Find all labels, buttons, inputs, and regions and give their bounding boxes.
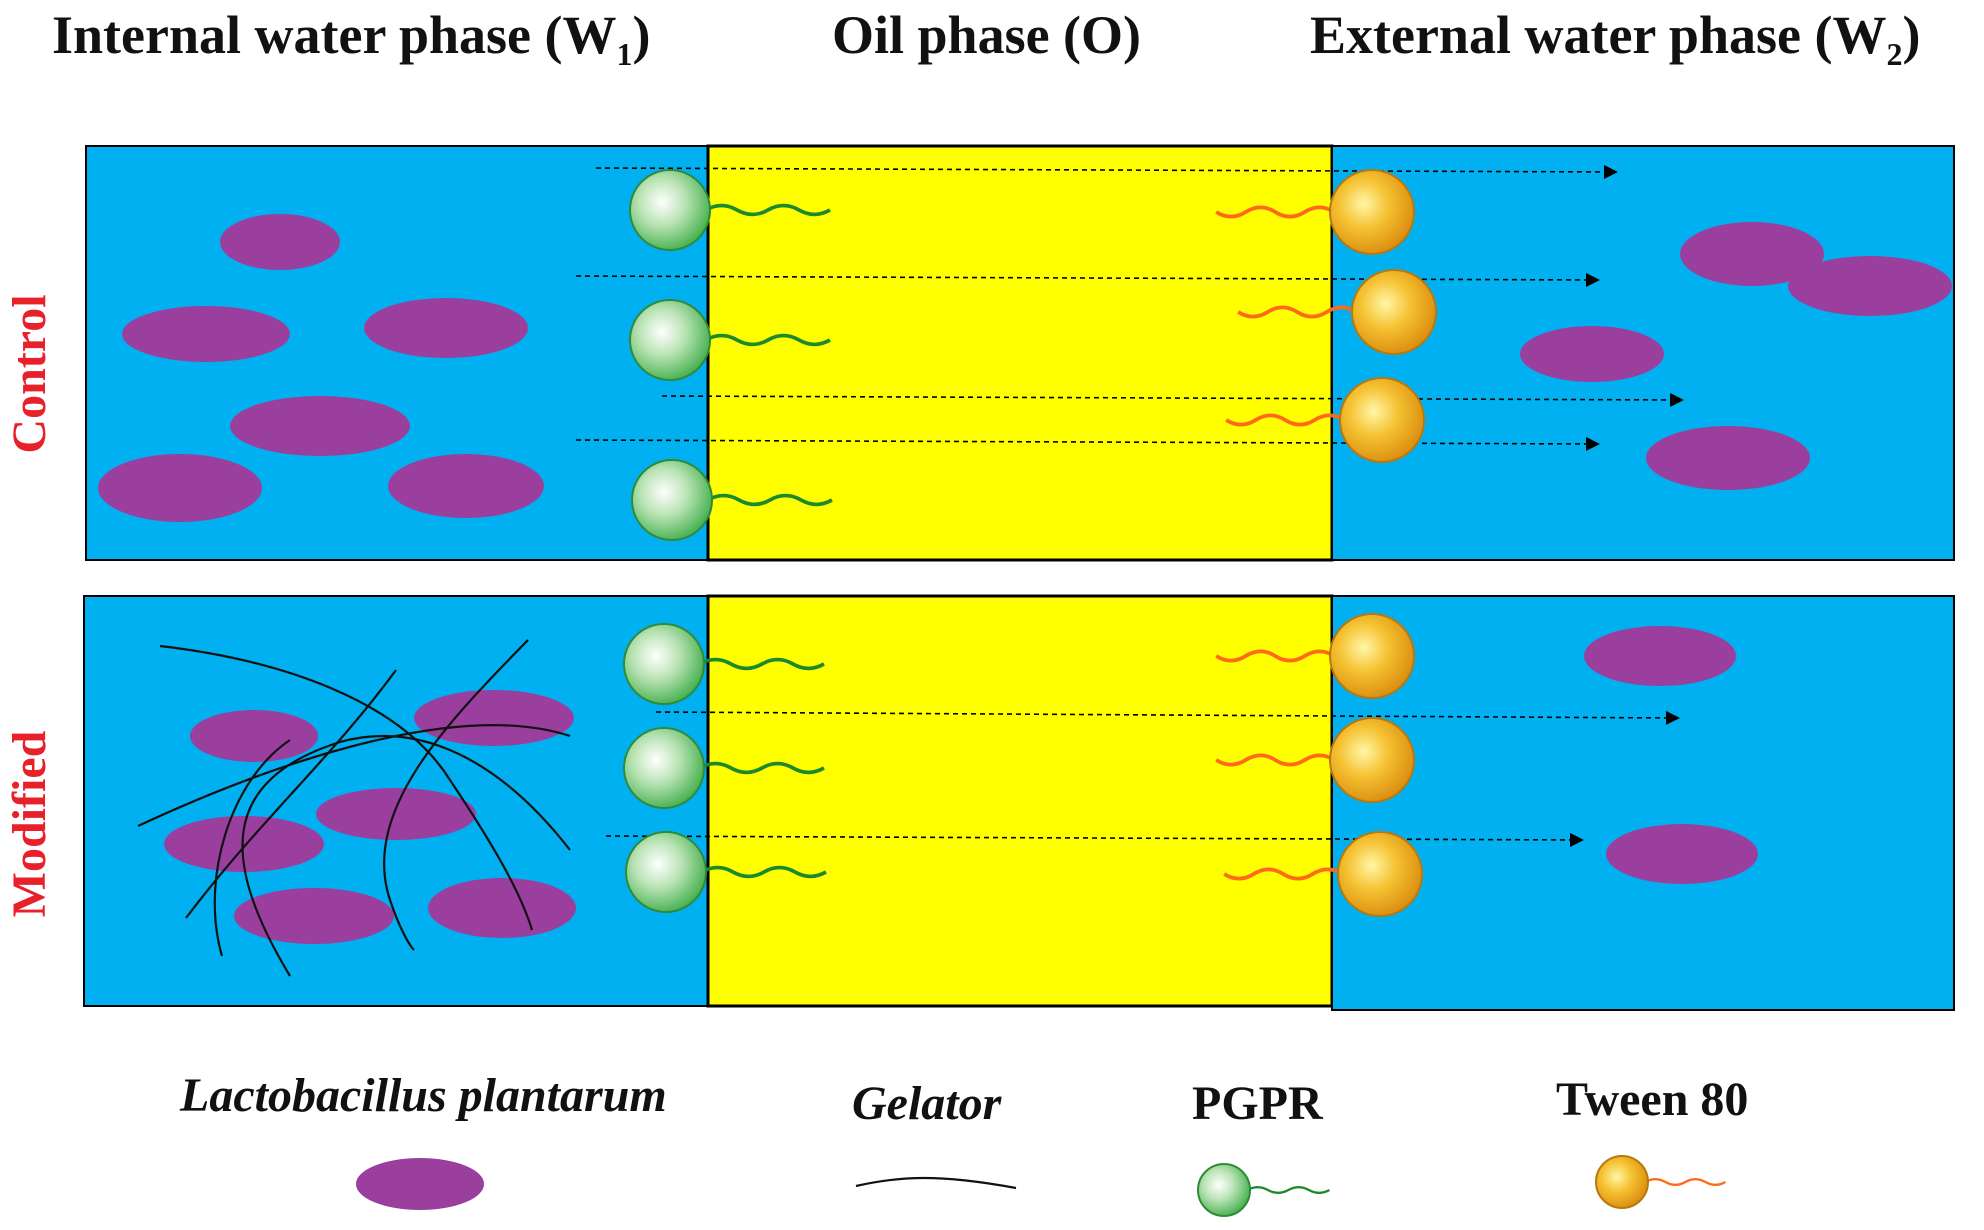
header-internal-water-phase: Internal water phase (W1) [52,5,651,72]
legend-bacteria-icon [356,1158,484,1210]
pgpr-molecule [623,727,825,809]
lactobacillus-cell [1680,222,1824,286]
pgpr-molecule-head [623,623,705,705]
tween80-molecule-tail [1225,413,1346,427]
legend-pgpr-icon [1197,1163,1330,1217]
lactobacillus-cell [1520,326,1664,382]
pgpr-molecule-tail [701,865,827,879]
pgpr-molecule-head [631,459,713,541]
legend-pgpr-head [1197,1163,1251,1217]
pgpr-molecule-tail [699,761,825,775]
lactobacillus-cell [1606,824,1758,884]
release-arrow [595,164,1618,179]
control-internal-bacteria [98,214,544,522]
pgpr-molecule [625,831,827,913]
gelator-network [137,639,571,977]
lactobacillus-cell [316,788,476,840]
lactobacillus-cell [220,214,340,270]
legend-tween80 [1595,1155,1726,1209]
tween80-molecule-tail [1215,205,1336,219]
release-arrow [655,710,1680,725]
release-arrow [575,436,1600,451]
tween80-molecule-head [1329,717,1415,803]
gelator-fiber [383,639,529,951]
legend-tween80-head [1595,1155,1649,1209]
pgpr-molecule-tail [705,203,831,217]
modified-external-bacteria [1584,626,1758,884]
control-oil-phase [706,144,1334,562]
gelator-fiber [159,644,534,931]
pgpr-molecule-head [629,299,711,381]
legend-icons [356,1155,1726,1217]
lactobacillus-cell [1788,256,1952,316]
tween80-molecule [1223,831,1423,917]
lactobacillus-cell [364,298,528,358]
lactobacillus-cell [164,816,324,872]
tween80-molecule-tail [1215,753,1336,767]
tween80-molecule [1215,717,1415,803]
tween80-molecule-head [1329,613,1415,699]
pgpr-emulsifiers [623,169,833,913]
lactobacillus-cell [1584,626,1736,686]
control-panel [85,144,1955,562]
legend-bacteria-label: Lactobacillus plantarum [180,1069,667,1122]
pgpr-molecule-tail [699,657,825,671]
legend-gelator-icon [855,1176,1017,1190]
legend-pgpr-tail [1246,1185,1330,1195]
modified-release-arrows [605,710,1680,847]
modified-oil-phase [706,594,1334,1008]
legend-pgpr-label: PGPR [1192,1077,1323,1130]
lactobacillus-cell [414,690,574,746]
gelator-fiber [137,724,571,827]
tween80-molecule-head [1339,377,1425,463]
tween80-molecule-tail [1215,649,1336,663]
legend-tween80-tail [1644,1177,1726,1187]
lactobacillus-cell [428,878,576,938]
pgpr-molecule-head [629,169,711,251]
tween80-molecule-head [1329,169,1415,255]
tween80-molecule [1215,613,1415,699]
tween80-emulsifiers [1215,169,1437,917]
release-arrow [605,832,1584,847]
lactobacillus-cell [230,396,410,456]
release-arrow [661,392,1684,407]
lactobacillus-cell [190,710,318,762]
tween80-molecule-tail [1237,305,1358,319]
legend-tween80-label: Tween 80 [1556,1073,1749,1126]
pgpr-molecule-tail [705,333,831,347]
modified-internal-bacteria [164,690,576,944]
pgpr-molecule [629,299,831,381]
lactobacillus-cell [388,454,544,518]
lactobacillus-cell [1646,426,1810,490]
modified-panel [83,594,1955,1011]
legend-gelator-label: Gelator [852,1077,1002,1130]
tween80-molecule-head [1351,269,1437,355]
pgpr-molecule-head [625,831,707,913]
tween80-molecule [1215,169,1415,255]
pgpr-molecule [629,169,831,251]
tween80-molecule-head [1337,831,1423,917]
tween80-molecule [1225,377,1425,463]
control-external-bacteria [1520,222,1952,490]
pgpr-molecule [631,459,833,541]
lactobacillus-cell [122,306,290,362]
header-oil-phase: Oil phase (O) [832,5,1142,65]
gelator-fiber [213,739,291,957]
legend-pgpr [1197,1163,1330,1217]
pgpr-molecule [623,623,825,705]
gelator-fiber [241,734,571,977]
lactobacillus-cell [98,454,262,522]
pgpr-molecule-tail [707,493,833,507]
legend-tween80-icon [1595,1155,1726,1209]
pgpr-molecule-head [623,727,705,809]
control-release-arrows [575,164,1684,451]
header-external-water-phase: External water phase (W2) [1310,5,1921,72]
tween80-molecule-tail [1223,867,1344,881]
lactobacillus-cell [234,888,394,944]
release-arrow [575,272,1600,287]
tween80-molecule [1237,269,1437,355]
